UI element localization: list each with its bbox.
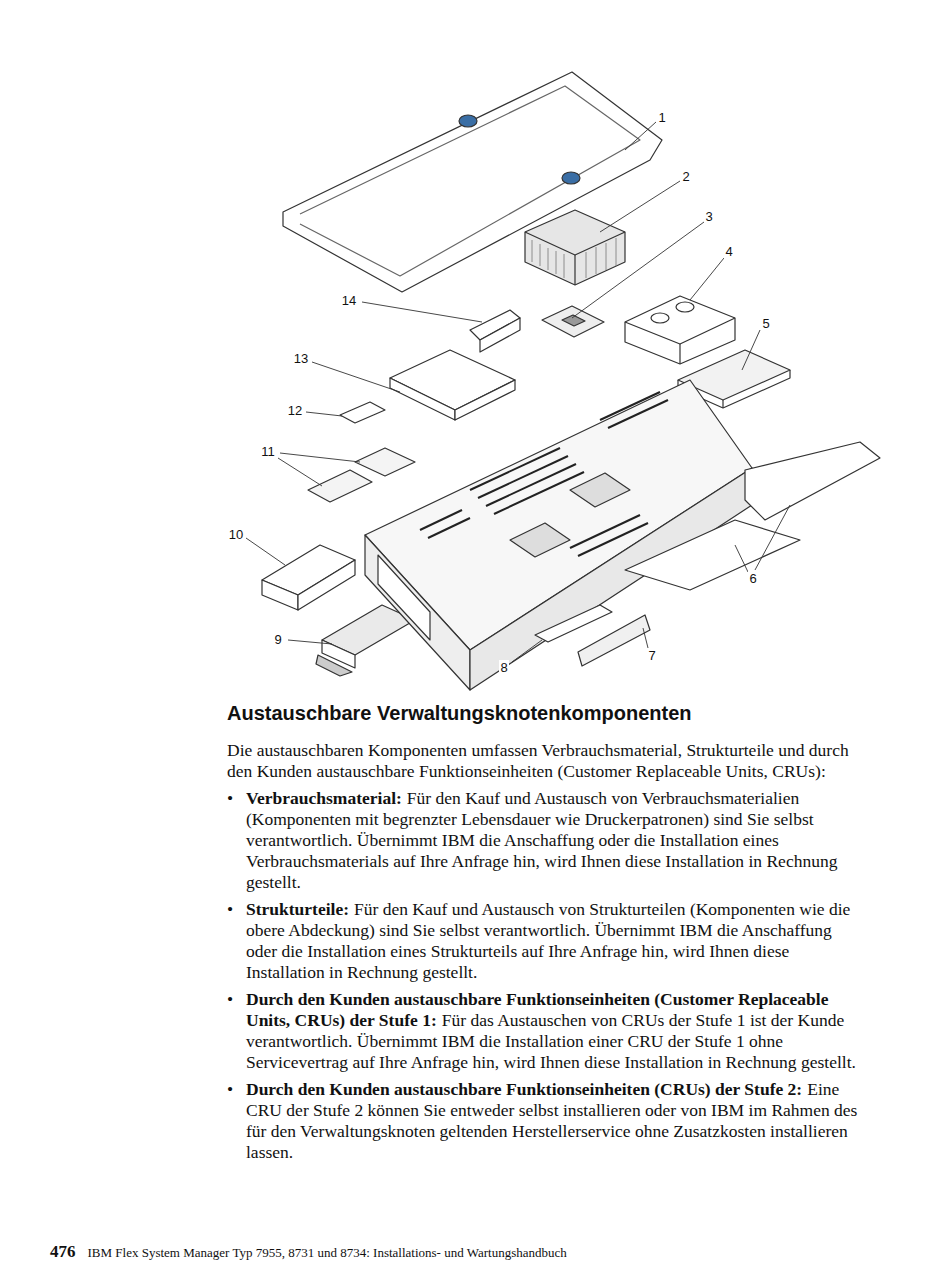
body-paragraph: Die austauschbaren Komponenten umfassen …: [227, 740, 861, 782]
callout-number: 2: [681, 169, 690, 184]
bracket: [340, 402, 385, 423]
callout-number: 3: [704, 209, 713, 224]
section-heading: Austauschbare Verwaltungsknotenkomponent…: [227, 700, 861, 726]
bullet: •: [227, 989, 233, 1010]
filler: [625, 520, 800, 590]
callout-number: 8: [499, 660, 508, 675]
bullet: •: [227, 1079, 233, 1100]
processor: [542, 306, 604, 337]
air-baffle: [625, 296, 735, 364]
drive: [308, 470, 372, 502]
callout-number: 14: [341, 293, 357, 308]
callout-number: 1: [657, 110, 666, 125]
drive: [355, 448, 415, 476]
callout-number: 13: [293, 351, 309, 366]
callout-number: 5: [761, 316, 770, 331]
dimm: [578, 615, 650, 666]
cover-latch: [459, 115, 477, 127]
bold-term: Durch den Kunden austauschbare Funktions…: [246, 1079, 802, 1099]
leader-lines: [246, 122, 790, 662]
page-number: 476: [50, 1242, 76, 1261]
list-item: •Verbrauchsmaterial:Für den Kauf und Aus…: [227, 788, 861, 893]
top-cover: [283, 72, 662, 292]
bullet: •: [227, 899, 233, 920]
callout-number: 9: [273, 632, 282, 647]
list-item: •Strukturteile:Für den Kauf und Austausc…: [227, 899, 861, 983]
callout-number: 6: [748, 571, 757, 586]
page-footer: 476 IBM Flex System Manager Typ 7955, 873…: [50, 1242, 567, 1262]
callout-number: 4: [724, 244, 733, 259]
bold-term: Strukturteile:: [246, 899, 349, 919]
heatsink: [525, 210, 625, 285]
text-column: Austauschbare Verwaltungsknotenkomponent…: [227, 700, 861, 1169]
bold-term: Verbrauchsmaterial:: [246, 788, 402, 808]
cpu-socket: [510, 523, 570, 557]
callout-number: 10: [228, 527, 244, 542]
callout-number: 12: [287, 403, 303, 418]
bullet: •: [227, 788, 233, 809]
exploded-illustration: [0, 0, 950, 700]
list-item: •Durch den Kunden austauschbare Funktion…: [227, 989, 861, 1073]
list-item: • Durch den Kunden austauschbare Funktion…: [227, 1079, 861, 1163]
callout-number: 11: [260, 444, 276, 459]
cover-latch: [562, 172, 580, 184]
drive-cage: [390, 350, 515, 410]
footer-title: IBM Flex System Manager Typ 7955, 8731 u…: [88, 1245, 567, 1260]
callout-number: 7: [647, 648, 656, 663]
cpu-socket: [570, 473, 630, 507]
dimm-filler: [535, 605, 612, 642]
filler: [745, 442, 880, 520]
